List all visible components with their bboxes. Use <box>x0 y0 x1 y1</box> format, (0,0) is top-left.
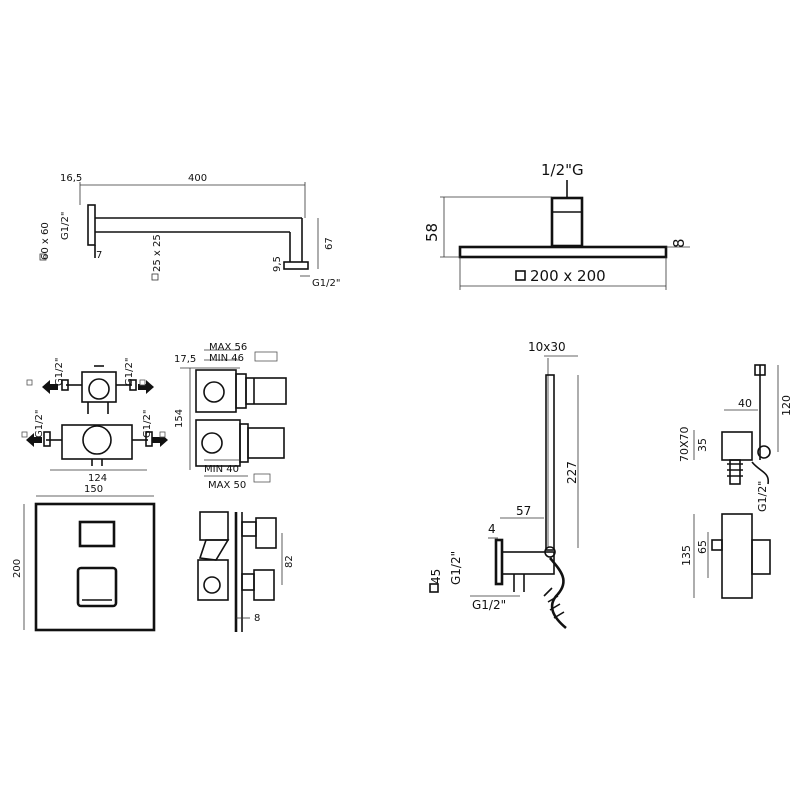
front-plate <box>34 502 156 632</box>
side-badge-lower <box>253 473 271 483</box>
mixer-upper-valve <box>81 371 117 403</box>
shower-arm-view: 16,5 400 60 x 60 G1/2" 7 25 x 25 9,5 67 … <box>39 173 340 289</box>
mixer-upper-cap-left <box>61 379 69 391</box>
head-plate <box>458 245 668 259</box>
arm-dim-7: 7 <box>96 250 102 261</box>
elbow-thread: G1/2" <box>756 481 769 512</box>
flow-arrow-upper-left <box>42 380 58 394</box>
side-min40: MIN 40 <box>204 464 239 475</box>
arm-dim-60x60: 60 x 60 <box>40 222 51 260</box>
marker-4 <box>159 431 166 438</box>
side-upper-cartridge <box>245 377 287 405</box>
side-dim-17-5: 17,5 <box>174 354 196 365</box>
head-dim-8: 8 <box>670 238 688 248</box>
mixer-lower-cap-left <box>43 431 51 447</box>
hand-dim-227: 227 <box>565 461 579 484</box>
side-badge-upper <box>254 351 278 362</box>
hand-dim-45: 45 <box>429 569 443 584</box>
flow-arrow-upper-right <box>138 380 154 394</box>
mixer-side-view-lower: 82 8 <box>197 511 295 632</box>
marker-1 <box>26 379 33 386</box>
arm-thread-g12-end: G1/2" <box>312 278 340 289</box>
mixer-upper-valve-port <box>88 378 110 400</box>
mixer-lower-port <box>82 425 112 455</box>
elbow-hook-top <box>754 364 766 376</box>
hand-shower-view: 10x30 227 57 4 45 G1/2" G1/2" <box>429 340 579 629</box>
elbow-dim-35: 35 <box>696 438 709 452</box>
side-dim-154: 154 <box>174 409 185 428</box>
arm-wall-plate <box>87 204 96 246</box>
side-dim-82: 82 <box>284 555 295 568</box>
side-max50: MAX 50 <box>208 480 246 491</box>
side-lower-cartridge <box>247 427 285 459</box>
hand-thread-a: G1/2" <box>449 551 463 585</box>
plate-lower-knob <box>76 566 118 608</box>
mixer-thread-mid-left: G1/2" <box>34 410 45 438</box>
hand-square-symbol <box>429 583 439 593</box>
arm-square-symbol-tube <box>151 273 159 281</box>
outlet-elbow-view: 120 40 70X70 35 G1/2" 135 65 <box>678 364 793 599</box>
side-dim-8: 8 <box>254 613 260 624</box>
plate-upper-button <box>78 520 116 548</box>
marker-2 <box>139 379 146 386</box>
side-max56: MAX 56 <box>209 342 247 353</box>
side-min46: MIN 46 <box>209 353 244 364</box>
hand-hose-texture <box>543 587 565 619</box>
head-size: 200 x 200 <box>530 267 606 285</box>
arm-dim-9-5: 9,5 <box>272 256 283 272</box>
plate-dim-150: 150 <box>84 484 103 495</box>
mixer-front-plate-view: 150 200 <box>12 484 156 632</box>
arm-dim-25x25: 25 x 25 <box>152 234 163 272</box>
elbow-lower-cap <box>711 539 723 551</box>
hand-handle <box>545 374 555 551</box>
hand-dim-57: 57 <box>516 504 531 518</box>
elbow-hose <box>751 461 770 485</box>
arm-dim-16-5: 16,5 <box>60 173 82 184</box>
head-dim-58: 58 <box>423 223 441 242</box>
mixer-side-view-upper: 17,5 MAX 56 MIN 46 154 MIN 40 MAX 50 <box>174 342 287 491</box>
mixer-body-top-view: G1/2" G1/2" G1/2" G1/2" 124 <box>21 358 168 484</box>
arm-end-nut <box>283 261 309 270</box>
elbow-dim-135: 135 <box>680 545 693 566</box>
elbow-hose-connector <box>729 459 741 485</box>
elbow-hose-thread <box>727 463 743 477</box>
hand-thread-b: G1/2" <box>472 598 506 612</box>
arm-dim-400: 400 <box>188 173 207 184</box>
side-lower-handle <box>253 569 275 601</box>
hand-hose <box>549 557 567 629</box>
mixer-thread-upper-left: G1/2" <box>54 358 65 386</box>
head-thread: 1/2"G <box>541 161 584 179</box>
elbow-pivot <box>757 445 771 459</box>
side-lower-body-port <box>203 576 221 594</box>
side-lower-valve-port <box>201 432 223 454</box>
hand-dim-4: 4 <box>488 522 496 536</box>
shower-head-view: 1/2"G 58 8 200 x 200 <box>423 161 690 290</box>
flow-arrow-lower-left <box>26 433 42 447</box>
elbow-dim-120: 120 <box>780 395 793 416</box>
head-square-symbol <box>515 270 526 281</box>
hand-holder-pivot <box>544 546 556 558</box>
hand-dim-10x30: 10x30 <box>528 340 566 354</box>
mixer-thread-mid-right: G1/2" <box>142 410 153 438</box>
side-upper-valve-port <box>203 381 225 403</box>
arm-thread-g12: G1/2" <box>60 212 71 240</box>
arm-dim-67: 67 <box>324 237 335 250</box>
elbow-dim-65: 65 <box>696 540 709 554</box>
arm-square-symbol-plate <box>39 253 47 261</box>
mixer-dim-124: 124 <box>88 473 107 484</box>
mixer-upper-cap-right <box>129 379 137 391</box>
elbow-lower-outlet <box>751 539 771 575</box>
elbow-dim-70x70: 70X70 <box>678 426 691 462</box>
mixer-lower-body <box>61 424 133 460</box>
mixer-thread-upper-right: G1/2" <box>124 358 135 386</box>
marker-3 <box>21 431 28 438</box>
plate-dim-200: 200 <box>12 559 23 578</box>
side-lower-body <box>197 559 229 601</box>
elbow-dim-40: 40 <box>738 397 752 410</box>
side-upper-handle <box>255 517 277 549</box>
